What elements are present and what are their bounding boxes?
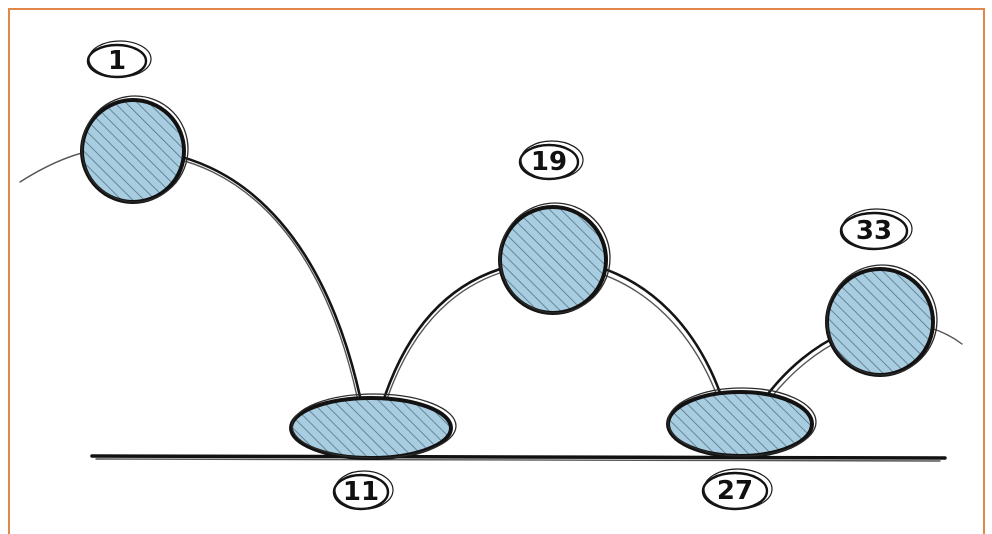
- frame-label-33: 33: [839, 208, 913, 251]
- ball-frame-11: [289, 393, 457, 460]
- frame-number-text: 1: [108, 46, 126, 76]
- frame-number-text: 27: [717, 476, 753, 506]
- ground-line: [90, 454, 947, 462]
- frame-number-text: 33: [856, 216, 892, 246]
- frame-label-11: 11: [332, 470, 394, 511]
- frame-label-1: 1: [86, 40, 152, 79]
- ball-frame-33: [825, 264, 938, 377]
- frame-label-19: 19: [518, 140, 584, 181]
- frame-number-text: 11: [343, 477, 379, 507]
- ball-frame-27: [666, 387, 817, 458]
- frame-label-27: 27: [701, 468, 773, 511]
- ball-frame-1: [80, 95, 189, 204]
- frame-number-text: 19: [531, 147, 567, 177]
- ball-frame-19: [498, 202, 611, 315]
